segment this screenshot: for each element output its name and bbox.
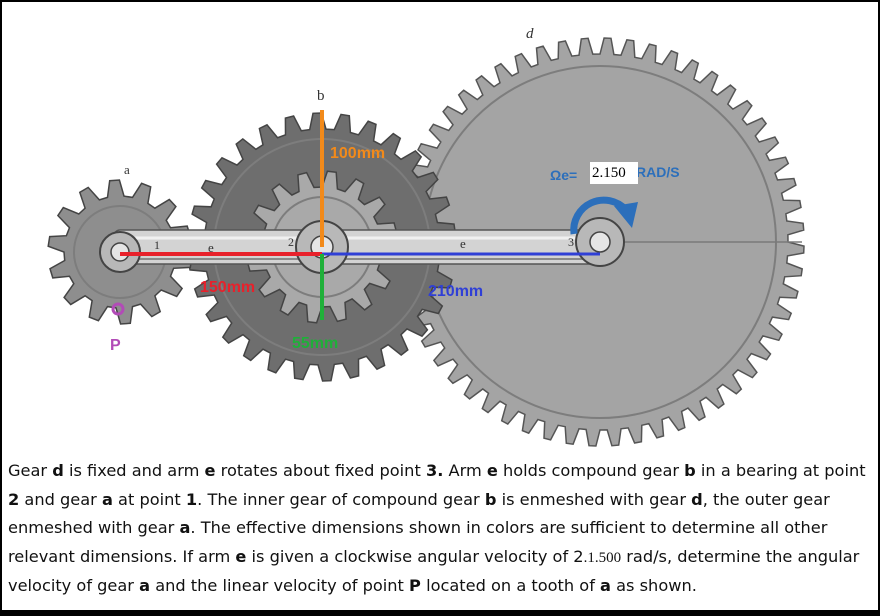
problem-bold: d <box>52 461 64 480</box>
omega-arc <box>570 196 629 235</box>
problem-text: Gear <box>8 461 53 480</box>
dim-label-blue: 210mm <box>428 283 483 300</box>
problem-text: as shown. <box>610 576 697 596</box>
label-gear-b: b <box>317 88 325 104</box>
gear-train-diagram: a b d e e 1 2 3 150mm 210mm 100mm 55mm P… <box>47 26 805 447</box>
problem-bold: a <box>139 576 151 596</box>
problem-text: is given a clockwise angular velocity of… <box>246 546 584 566</box>
label-arm-e2: e <box>460 236 466 251</box>
problem-bold: a <box>600 576 611 596</box>
dim-label-orange: 100mm <box>330 145 385 162</box>
label-arm-e1: e <box>208 240 214 255</box>
problem-text: is enmeshed with gear <box>496 489 692 509</box>
omega-symbol: Ωe= <box>550 167 577 183</box>
label-gear-d: d <box>526 26 534 42</box>
problem-text: Arm <box>443 461 487 480</box>
problem-statement: Gear d is fixed and arm e rotates about … <box>8 457 874 601</box>
point-p-label: P <box>110 337 121 354</box>
problem-bold: 2 <box>8 489 20 509</box>
problem-value: .1.500 <box>583 549 622 566</box>
label-point-3: 3 <box>568 235 574 249</box>
problem-text: , the outer gear enmeshed with gear <box>8 489 830 538</box>
problem-text: holds compound gear <box>497 461 685 480</box>
dim-label-green: 55mm <box>292 335 338 352</box>
problem-bold: 1 <box>185 489 198 509</box>
problem-text: rad/s, determine the angular velocity of… <box>8 546 860 596</box>
problem-text: . The inner gear of compound gear <box>197 489 485 509</box>
problem-bold: e <box>204 461 216 480</box>
problem-bold: e <box>486 461 498 480</box>
problem-text: rotates about fixed point <box>215 461 426 480</box>
problem-text: . The effective dimensions shown in colo… <box>8 518 828 566</box>
problem-bold: d <box>691 489 703 509</box>
problem-bold: e <box>235 546 247 566</box>
problem-bold: a <box>179 518 191 538</box>
problem-text: in a bearing at point <box>695 461 866 480</box>
label-point-1: 1 <box>154 238 160 252</box>
problem-bold: b <box>484 489 497 509</box>
label-gear-a: a <box>124 162 130 177</box>
point-p-marker <box>111 302 125 316</box>
problem-text: and gear <box>19 489 102 509</box>
hub-3-bore <box>589 231 611 253</box>
omega-value-box: 2.150 <box>590 162 638 184</box>
omega-arrowhead-icon <box>614 202 638 228</box>
problem-text: located on a tooth of <box>420 576 601 596</box>
problem-text: and the linear velocity of point <box>150 576 410 596</box>
dim-label-red: 150mm <box>200 279 255 296</box>
problem-text: at point <box>112 489 186 509</box>
label-point-2: 2 <box>288 235 294 249</box>
omega-unit: RAD/S <box>636 164 680 180</box>
problem-bold: P <box>409 576 421 596</box>
problem-bold: 3. <box>425 461 444 480</box>
problem-text: is fixed and arm <box>63 461 205 480</box>
problem-bold: a <box>101 489 113 509</box>
problem-bold: b <box>684 461 696 480</box>
